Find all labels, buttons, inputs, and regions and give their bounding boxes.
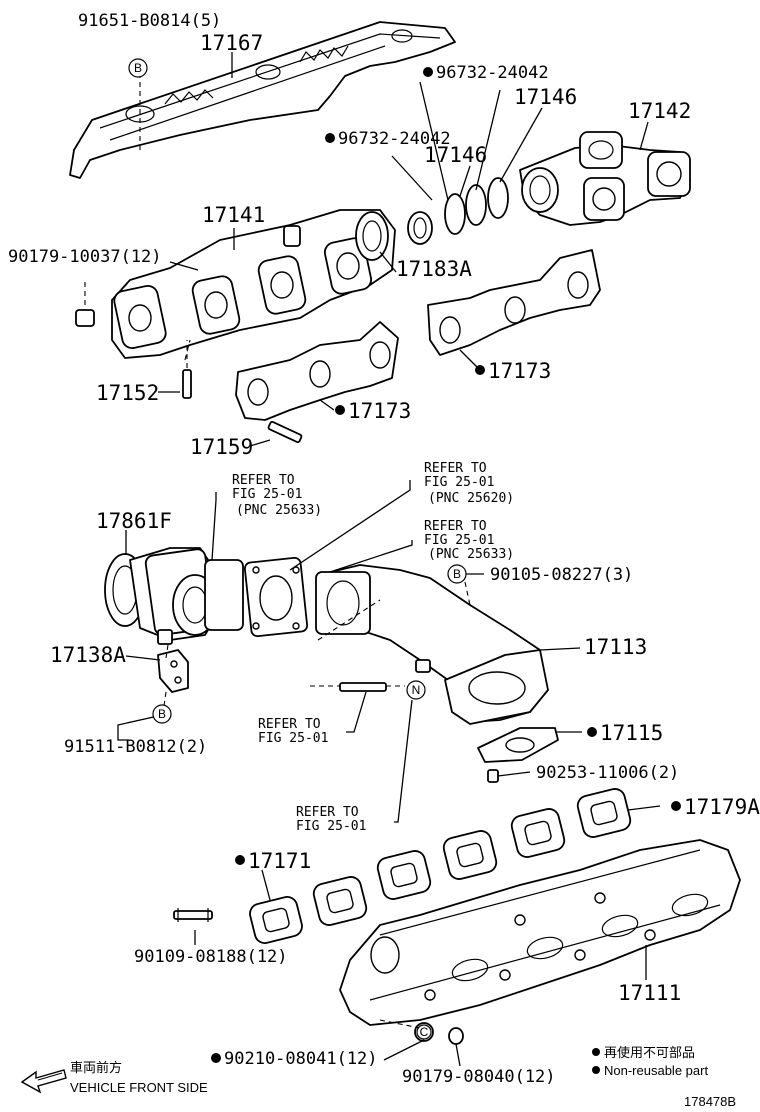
ref4-line1: REFER TO [258,717,321,732]
callout-17183A: 17183A [396,257,472,281]
non-reusable-dot [475,365,485,375]
gasket-17173-upper [427,249,601,356]
ref3-line1: REFER TO [424,519,487,534]
ref4-line2: FIG 25-01 [258,731,328,746]
callout-17146-a: 17146 [514,85,577,109]
non-reusable-dot [235,855,245,865]
heat-insulator-17167 [69,21,456,179]
non-reusable-dot [423,67,433,77]
callout-90105-08227: 90105-08227(3) [490,565,633,585]
marker-label: N [412,683,421,697]
bracket-17138A [157,649,189,693]
alignment-lines [139,68,471,707]
non-reusable-dot [325,133,335,143]
front-direction: 車両前方 VEHICLE FRONT SIDE [20,1060,208,1095]
legend-jp: 再使用不可部品 [604,1045,695,1060]
marker-label: C [420,1025,429,1039]
gasket-17173-lower [235,321,399,421]
callout-91651-b0814: 91651-B0814(5) [78,11,221,31]
ref1-line3: (PNC 25633) [236,503,322,518]
ref2-line1: REFER TO [424,461,487,476]
callout-17173-a: 17173 [488,359,551,383]
legend-dot [592,1048,600,1056]
non-reusable-dot [671,801,681,811]
figure-id: 178478B [684,1094,736,1109]
stud-90109-08188 [173,908,213,922]
stud-17159 [267,420,303,444]
ref3-line2: FIG 25-01 [424,533,494,548]
nut-90179-10037 [75,282,95,327]
ref3-line3: (PNC 25633) [428,547,514,562]
callouts: 91651-B0814(5) 17167 96732-24042 17146 1… [8,11,760,1087]
callout-17159: 17159 [190,435,253,459]
marker-label: B [134,61,142,75]
gaskets-17171-17179A [249,788,632,944]
callout-17167: 17167 [200,31,263,55]
callout-17173-b: 17173 [348,399,411,423]
legend: 再使用不可部品 Non-reusable part [592,1045,708,1078]
callout-17113: 17113 [584,635,647,659]
legend-en: Non-reusable part [604,1063,708,1078]
marker-c: C [416,1024,432,1040]
callout-17111: 17111 [618,981,681,1005]
marker-b-90105: B [447,564,467,584]
marker-n: N [406,680,426,700]
turbocharger-17861F [104,547,309,645]
callout-17142: 17142 [628,99,691,123]
direction-en: VEHICLE FRONT SIDE [70,1080,208,1095]
turbo-elbow-17113 [315,564,549,725]
gasket-17115 [477,727,559,763]
stud-17152 [182,340,192,399]
marker-label: B [158,707,166,721]
callout-17179A: 17179A [684,795,760,819]
intake-manifold-17111 [339,839,741,1026]
ref5-line1: REFER TO [296,805,359,820]
ref2-line2: FIG 25-01 [424,475,494,490]
callout-90179-08040: 90179-08040(12) [402,1067,556,1087]
direction-jp: 車両前方 [70,1060,122,1075]
legend-dot [592,1066,600,1074]
stud-N [310,682,405,692]
marker-b-91511: B [152,704,172,724]
marker-label: B [453,567,461,581]
callout-17141: 17141 [202,203,265,227]
marker-b-top: B [128,58,148,78]
callout-90253-11006: 90253-11006(2) [536,763,679,783]
non-reusable-dot [587,727,597,737]
refer-notes: REFER TO FIG 25-01 (PNC 25633) REFER TO … [232,461,514,834]
exhaust-manifold-17141 [111,209,396,359]
ref2-line3: (PNC 25620) [428,491,514,506]
callout-17115: 17115 [600,721,663,745]
stud-90253-11006 [487,769,499,783]
callout-90210-08041: 90210-08041(12) [224,1049,378,1069]
callout-90179-10037: 90179-10037(12) [8,247,162,267]
callout-17146-b: 17146 [424,143,487,167]
callout-17861F: 17861F [96,509,172,533]
non-reusable-dot [335,405,345,415]
gasket-rings-17146 [407,177,509,245]
callout-17171: 17171 [248,849,311,873]
callout-96732-24042-b: 96732-24042 [338,129,451,149]
callout-90109-08188: 90109-08188(12) [134,947,288,967]
leader-lines [117,52,661,1067]
exhaust-pipe-17142 [519,131,691,226]
non-reusable-dot [211,1053,221,1063]
callout-17152: 17152 [96,381,159,405]
callout-91511-b0812: 91511-B0812(2) [64,737,207,757]
callout-17138A: 17138A [50,643,126,667]
ref1-line1: REFER TO [232,473,295,488]
ref5-line2: FIG 25-01 [296,819,366,834]
callout-96732-24042-a: 96732-24042 [436,63,549,83]
ref1-line2: FIG 25-01 [232,487,302,502]
